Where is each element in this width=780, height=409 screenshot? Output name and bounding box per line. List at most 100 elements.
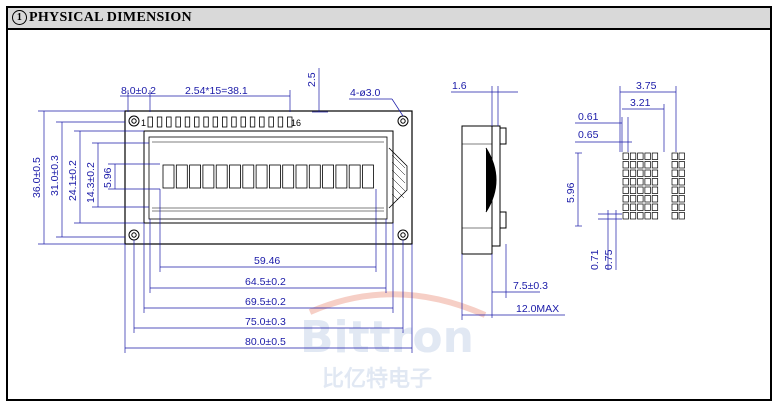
dim-dot-size: 0.65 (578, 129, 599, 141)
dim-mount-holes: 4-ø3.0 (350, 87, 381, 99)
dim-dot-gap: 0.71 (589, 249, 601, 270)
dot (629, 212, 637, 220)
dot (678, 186, 685, 194)
dim-char-height: 5.96 (565, 182, 577, 203)
dot (644, 186, 651, 194)
char-cell (202, 164, 215, 189)
dot (637, 161, 644, 169)
watermark-arc (308, 291, 487, 318)
pin-16-label: 16 (291, 118, 301, 128)
watermark-brand: Bittron (300, 312, 474, 363)
dim-pin-span: 2.54*15=38.1 (185, 85, 248, 97)
dot (629, 161, 637, 169)
dot (651, 186, 659, 194)
pcb-outline (124, 110, 413, 245)
pin (184, 116, 191, 128)
dim-top-offset: 2.5 (306, 72, 318, 87)
dot (629, 186, 637, 194)
dot (651, 178, 659, 186)
dot (622, 195, 629, 203)
dim-dot-height: 0.75 (603, 249, 615, 270)
dot (622, 212, 629, 220)
dim-width-viewing: 64.5±0.2 (245, 276, 286, 288)
char-cell (229, 164, 241, 189)
char-cells (162, 164, 374, 189)
pin (156, 116, 163, 128)
char-cell (162, 164, 175, 189)
section-title-text: PHYSICAL DIMENSION (29, 10, 192, 25)
dot (671, 203, 678, 211)
char-cell (322, 164, 335, 189)
dot (671, 152, 678, 160)
char-dimensions (575, 86, 677, 270)
dot (644, 152, 651, 160)
dim-height-viewing: 14.3±0.2 (85, 162, 97, 203)
watermark-cn: 比亿特电子 (322, 366, 432, 392)
pin (259, 116, 265, 128)
dot (644, 203, 651, 211)
char-cell (335, 164, 348, 189)
dot (637, 169, 644, 177)
dot (678, 152, 685, 160)
dim-side-pin-offset: 1.6 (452, 80, 467, 92)
pin (249, 116, 256, 128)
dot (644, 169, 651, 177)
dot (671, 161, 678, 169)
dim-char-width: 3.75 (636, 80, 657, 92)
dot (622, 152, 629, 160)
dim-width-bezel: 75.0±0.3 (245, 316, 286, 328)
dot (671, 195, 678, 203)
pin (175, 116, 181, 128)
dot (678, 178, 685, 186)
dot (644, 161, 651, 169)
side-pin-top (499, 127, 507, 145)
char-cell (268, 164, 281, 189)
char-cell (242, 164, 255, 189)
dot (629, 178, 637, 186)
front-dimensions (38, 68, 413, 353)
dim-dot-area: 3.21 (630, 97, 651, 109)
dot (629, 203, 637, 211)
dim-height-window: 24.1±0.2 (67, 160, 79, 201)
dim-height-bezel: 31.0±0.3 (49, 155, 61, 196)
dot (644, 195, 651, 203)
dot (651, 161, 659, 169)
pin (221, 116, 228, 128)
char-cell (255, 164, 268, 189)
dot (629, 195, 637, 203)
dot (637, 203, 644, 211)
dot (637, 178, 644, 186)
char-cell (362, 164, 374, 189)
side-view (461, 125, 507, 255)
char-cell (295, 164, 308, 189)
dim-width-active: 59.46 (254, 255, 280, 267)
side-dimensions (451, 86, 565, 320)
dot (637, 195, 644, 203)
dot (629, 152, 637, 160)
char-cell (282, 164, 295, 189)
dot (644, 212, 651, 220)
dim-side-max: 12.0MAX (516, 303, 559, 315)
dot (678, 169, 685, 177)
section-number: 1 (12, 10, 27, 25)
pin (268, 116, 274, 128)
dot (622, 186, 629, 194)
dot (651, 203, 659, 211)
dot (678, 161, 685, 169)
pin (240, 116, 246, 128)
mount-hole (128, 115, 140, 127)
pin (277, 116, 284, 128)
pin-1-label: 1 (141, 118, 146, 128)
dot (622, 169, 629, 177)
dim-pin-pitch: 8.0±0.2 (121, 85, 156, 97)
dot (678, 195, 685, 203)
char-cell (348, 164, 361, 189)
pin (194, 116, 200, 128)
char-cell (175, 164, 188, 189)
dot (637, 152, 644, 160)
mount-hole (397, 115, 409, 127)
